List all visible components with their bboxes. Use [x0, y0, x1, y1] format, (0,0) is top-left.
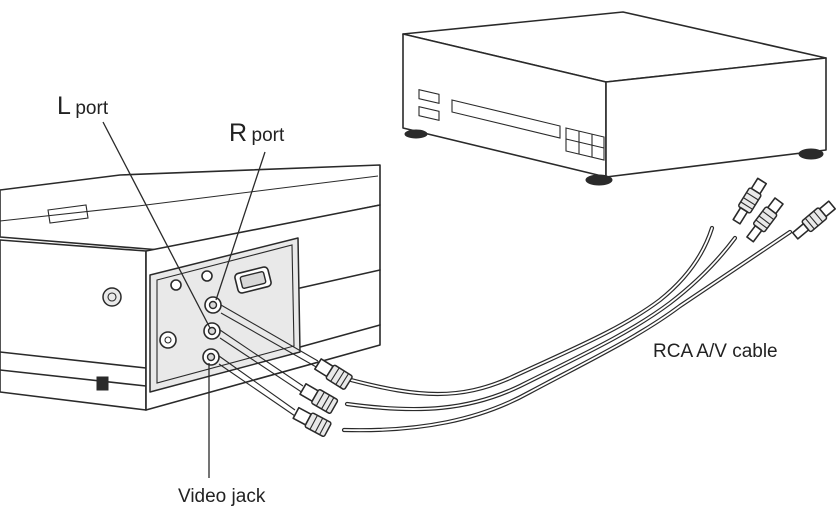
rca-plug — [292, 406, 332, 438]
l-port-label: L port — [57, 92, 108, 121]
vcr-display — [451, 99, 561, 139]
r-port-label: R port — [229, 119, 284, 148]
vcr-device — [402, 11, 827, 186]
vcr-foot — [585, 174, 613, 186]
vcr-button-2 — [418, 106, 440, 122]
rca-plug — [299, 383, 339, 414]
vcr-keypad — [565, 127, 605, 161]
l-port-leader — [102, 121, 211, 329]
s-video-jack — [170, 279, 182, 291]
r-port-word: port — [251, 125, 285, 146]
rca-plug — [791, 200, 837, 240]
round-jack — [159, 331, 177, 349]
leader-lines — [102, 121, 266, 478]
rca-cable-label: RCA A/V cable — [653, 341, 778, 362]
l-port-letter: L — [57, 92, 71, 120]
projector-side — [0, 239, 147, 411]
video-jack-label: Video jack — [178, 486, 266, 507]
projector-label — [47, 204, 89, 224]
rca-plug — [314, 358, 353, 390]
l-port-word: port — [75, 98, 109, 119]
vcr-button-1 — [418, 89, 440, 105]
rca-plug — [732, 177, 768, 225]
rca-plug — [746, 197, 784, 243]
projector-knob — [102, 287, 122, 307]
r-port-letter: R — [229, 119, 248, 147]
r-port-leader — [215, 151, 266, 301]
s-video-jack — [201, 270, 213, 282]
vcr-foot — [404, 129, 428, 139]
rca-cable — [218, 177, 837, 438]
vcr-side — [605, 57, 827, 178]
vcr-foot — [798, 148, 824, 160]
power-switch — [96, 376, 109, 391]
